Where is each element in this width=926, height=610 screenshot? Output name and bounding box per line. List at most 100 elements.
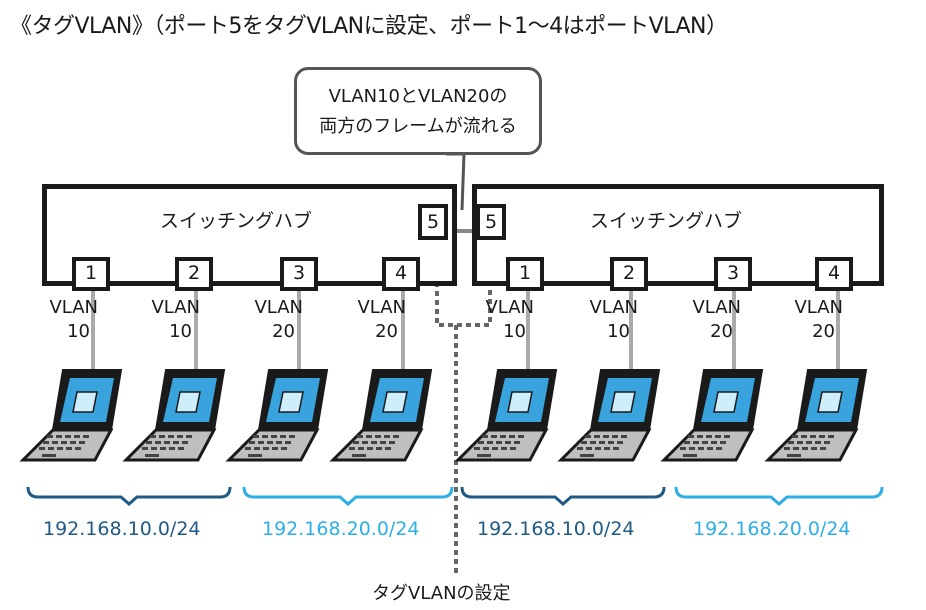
laptop-key	[792, 435, 798, 438]
laptop-key	[258, 441, 264, 444]
laptop-key	[621, 435, 627, 438]
laptop-key	[688, 435, 694, 438]
laptop-key	[366, 435, 372, 438]
laptop-key	[613, 447, 619, 450]
laptop-key	[66, 447, 72, 450]
laptop-icon	[19, 369, 123, 462]
laptop-trackpad	[42, 454, 56, 457]
folder-icon	[507, 391, 533, 413]
port-1: 1	[72, 257, 110, 291]
laptop-key	[43, 441, 49, 444]
laptop-key	[56, 435, 62, 438]
laptop-key	[357, 435, 363, 438]
laptop-key	[518, 435, 524, 438]
laptop-key	[797, 441, 803, 444]
port-1: 1	[506, 257, 544, 291]
vlan-id: 10	[67, 321, 90, 342]
laptop-trackpad	[145, 454, 159, 457]
subnet-brace	[242, 486, 454, 506]
laptop-key	[173, 441, 179, 444]
laptop-key	[52, 441, 58, 444]
laptop-key	[254, 447, 260, 450]
laptop-key	[159, 435, 165, 438]
laptop-key	[57, 447, 63, 450]
laptop-key	[362, 441, 368, 444]
laptop-key	[79, 441, 85, 444]
laptop-key	[177, 435, 183, 438]
bubble-line-1: VLAN10とVLAN20の	[328, 86, 508, 107]
laptop-keyboard	[122, 428, 217, 462]
vlan-id: 10	[607, 321, 630, 342]
laptop-icon	[660, 369, 764, 462]
laptop-key	[478, 441, 484, 444]
laptop-key	[500, 435, 506, 438]
laptop-key	[155, 441, 161, 444]
laptop-key	[689, 447, 695, 450]
laptop-trackpad	[787, 454, 801, 457]
laptop-key	[358, 447, 364, 450]
laptop-key	[186, 435, 192, 438]
laptop-key	[384, 435, 390, 438]
laptop-key	[178, 447, 184, 450]
laptop-key	[505, 441, 511, 444]
subnet-label: 192.168.10.0/24	[43, 518, 201, 540]
port-5-trunk: 5	[476, 204, 506, 240]
laptop-key	[788, 441, 794, 444]
vlan-id: 20	[375, 321, 398, 342]
laptop-key	[604, 447, 610, 450]
laptop-key	[376, 447, 382, 450]
laptop-key	[483, 447, 489, 450]
laptop-key	[806, 441, 812, 444]
subnet-brace	[674, 486, 884, 506]
laptop-trackpad	[477, 454, 491, 457]
tag-vlan-caption: タグVLANの設定	[372, 583, 511, 604]
laptop-key	[487, 441, 493, 444]
laptop-key	[724, 435, 730, 438]
laptop-key	[514, 441, 520, 444]
laptop-icon	[454, 369, 558, 462]
vlan-id: 20	[812, 321, 835, 342]
laptop-key	[802, 447, 808, 450]
vlan-id: 10	[169, 321, 192, 342]
laptop-key	[271, 435, 277, 438]
laptop-key	[716, 447, 722, 450]
vlan-id: 20	[272, 321, 295, 342]
subnet-brace	[26, 486, 232, 506]
subnet-label: 192.168.20.0/24	[693, 518, 851, 540]
vlan-id: 20	[710, 321, 733, 342]
laptop-key	[693, 441, 699, 444]
laptop-key	[48, 447, 54, 450]
port-2: 2	[610, 257, 648, 291]
port-4: 4	[382, 257, 420, 291]
laptop-key	[819, 435, 825, 438]
laptop-key	[617, 441, 623, 444]
laptop-key	[491, 435, 497, 438]
port-2: 2	[175, 257, 213, 291]
laptop-trackpad	[248, 454, 262, 457]
laptop-key	[711, 441, 717, 444]
laptop-keyboard	[454, 428, 549, 462]
laptop-key	[492, 447, 498, 450]
laptop-key	[820, 447, 826, 450]
laptop-key	[510, 447, 516, 450]
laptop-icon	[557, 369, 661, 462]
folder-icon	[713, 391, 739, 413]
laptop-key	[599, 441, 605, 444]
laptop-key	[393, 435, 399, 438]
laptop-icon	[329, 369, 433, 462]
speech-bubble: VLAN10とVLAN20の 両方のフレームが流れる	[294, 67, 542, 155]
laptop-key	[245, 447, 251, 450]
port-3: 3	[714, 257, 752, 291]
laptop-key	[784, 447, 790, 450]
laptop-key	[146, 441, 152, 444]
laptop-key	[501, 447, 507, 450]
laptop-key	[182, 441, 188, 444]
laptop-keyboard	[660, 428, 755, 462]
tag-path	[435, 264, 492, 327]
laptop-key	[496, 441, 502, 444]
